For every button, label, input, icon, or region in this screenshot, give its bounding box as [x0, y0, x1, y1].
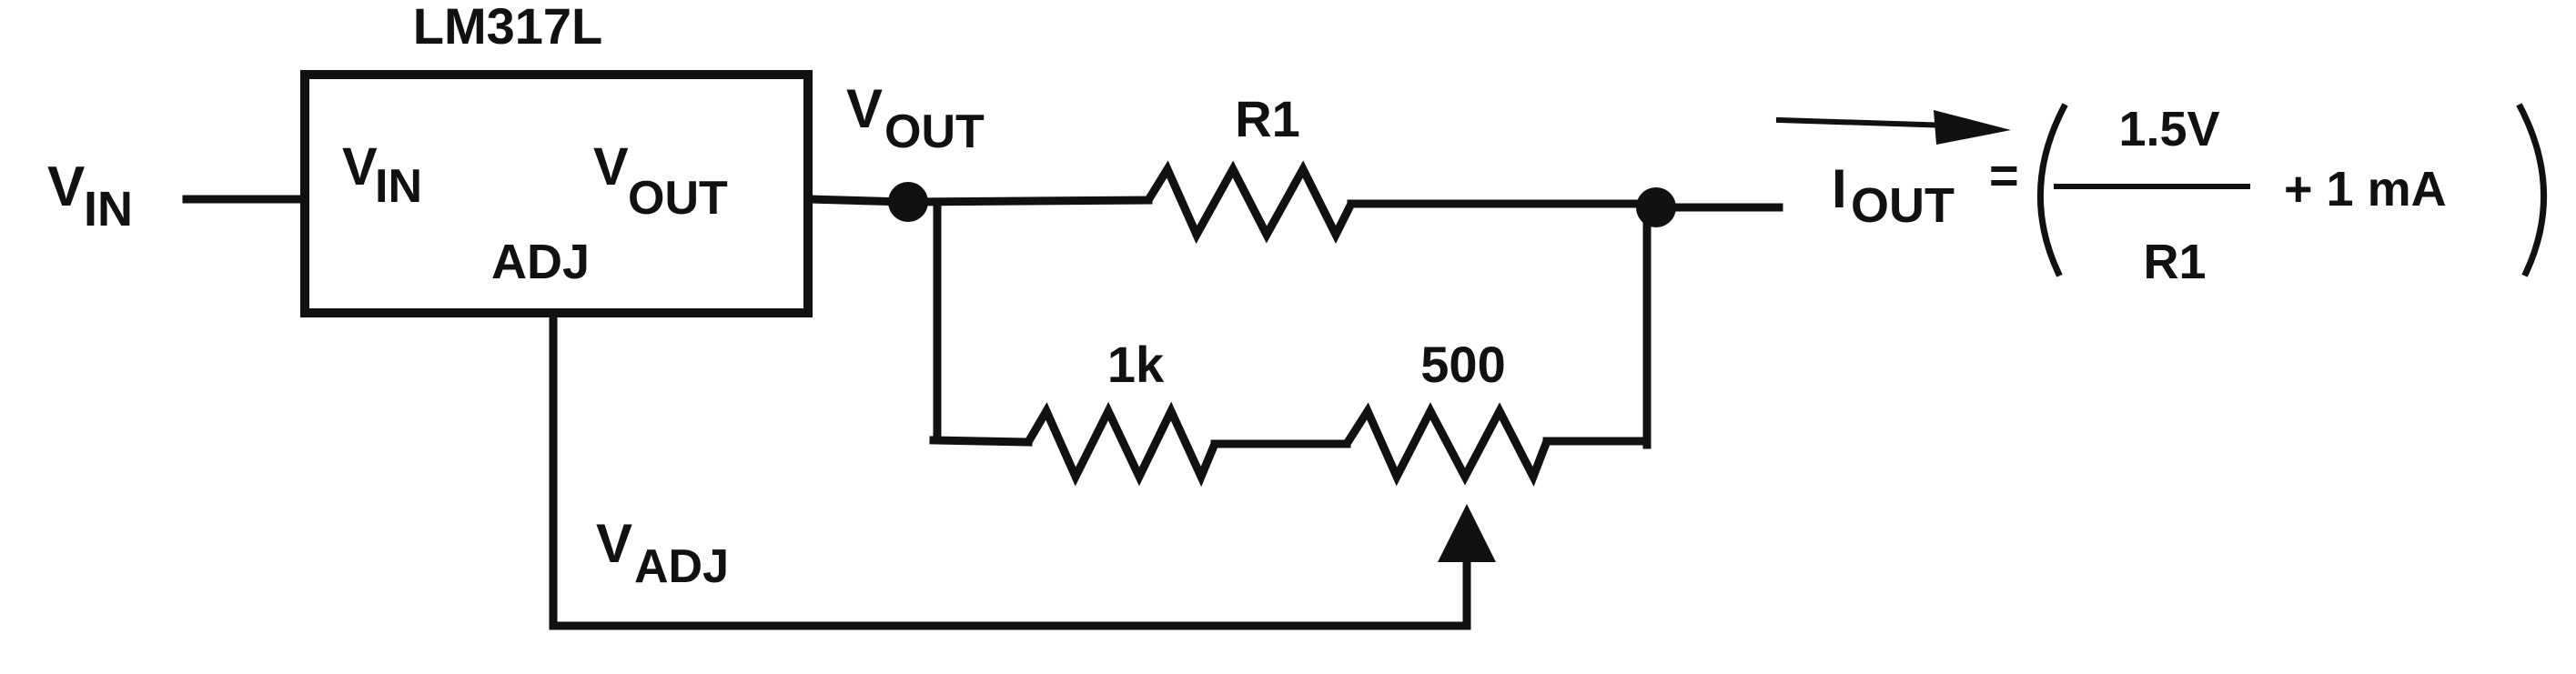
pin-adj-label: ADJ	[491, 235, 590, 289]
potentiometer-500	[1343, 402, 1551, 487]
r1-left-lead	[901, 196, 1153, 206]
vout-subscript: OUT	[884, 106, 985, 158]
r1-label: R1	[1235, 90, 1300, 147]
formula-plus-term: + 1 mA	[2284, 162, 2447, 216]
bottom-branch-left-lead	[929, 436, 1033, 447]
right-parenthesis-icon	[2516, 103, 2548, 277]
formula-numerator: 1.5V	[2118, 102, 2219, 156]
vout-label: V	[846, 78, 883, 139]
current-arrow-shaft	[1775, 116, 1955, 129]
resistor-1k	[1025, 401, 1219, 488]
potentiometer-500-label: 500	[1420, 336, 1505, 393]
equals-sign: =	[1989, 146, 2019, 204]
regulator-box	[300, 70, 813, 317]
vin-subscript: IN	[84, 182, 133, 236]
formula-denominator: R1	[2143, 235, 2206, 289]
vin-label: V	[47, 156, 85, 218]
resistor-1k-label: 1k	[1107, 336, 1165, 393]
pin-vout-subscript: OUT	[628, 172, 728, 225]
part-label: LM317L	[413, 0, 603, 55]
left-parenthesis-icon	[2036, 103, 2068, 277]
vadj-subscript: ADJ	[634, 540, 729, 593]
wiper-arrow-icon	[1438, 504, 1496, 562]
current-arrow-head-icon	[1934, 110, 2011, 145]
resistor-r1	[1145, 160, 1356, 245]
iout-subscript: OUT	[1851, 178, 1955, 233]
iout-label: I	[1832, 158, 1847, 219]
pin-vout-label: V	[593, 137, 629, 196]
vadj-label: V	[596, 513, 632, 574]
left-junction-dot	[888, 182, 928, 222]
right-junction-dot	[1636, 187, 1676, 227]
pin-vin-subscript: IN	[375, 160, 422, 213]
adj-wire	[549, 311, 1471, 630]
pin-vin-label: V	[342, 137, 378, 196]
